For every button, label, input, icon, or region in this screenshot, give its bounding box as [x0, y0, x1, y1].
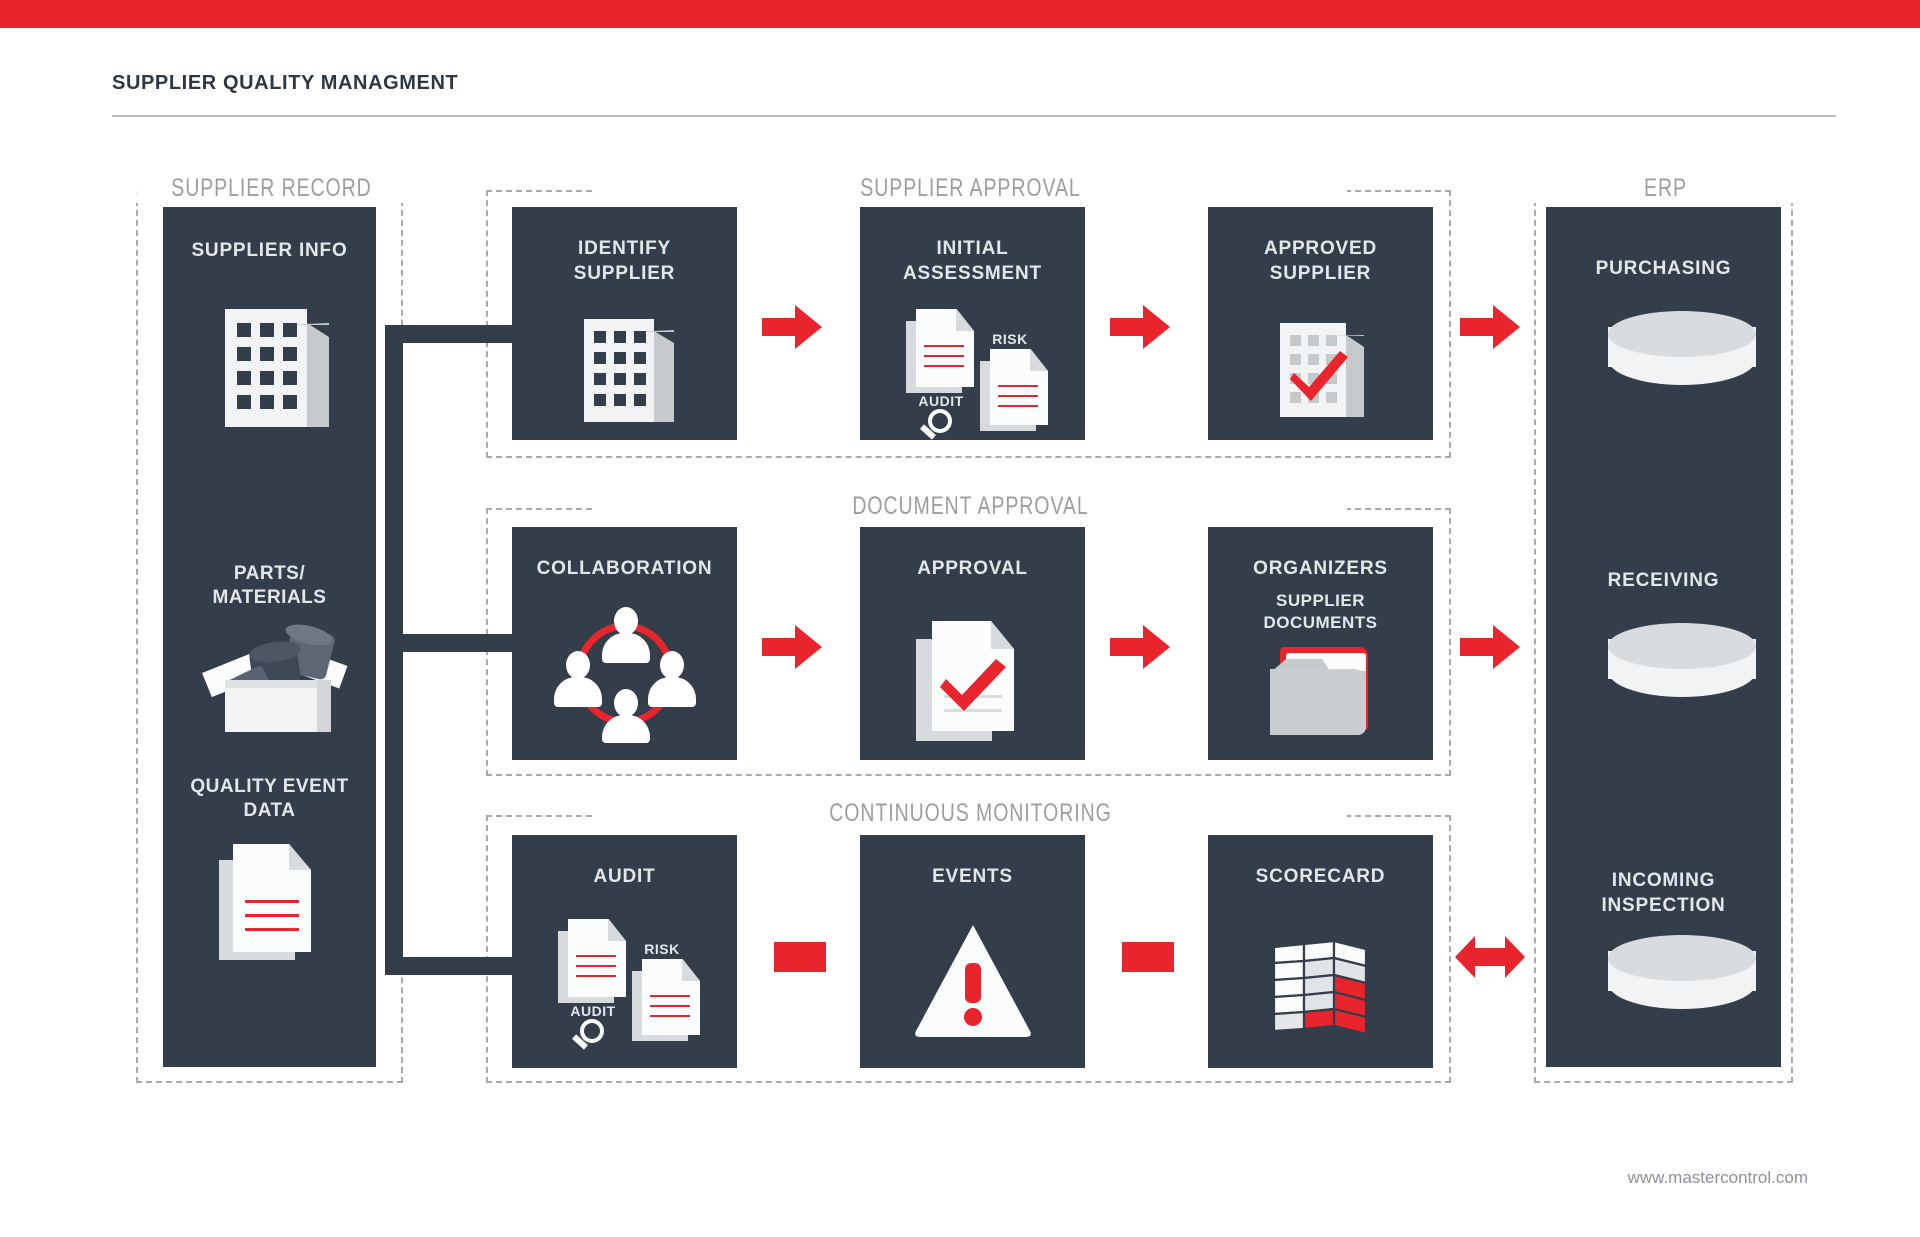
card-approval[interactable]: APPROVAL: [860, 527, 1085, 760]
connector-bracket-row3: [385, 957, 515, 975]
card-initial-assessment[interactable]: INITIAL ASSESSMENT AUDIT RISK: [860, 207, 1085, 440]
arrow-right-icon: [762, 305, 822, 349]
footer-url: www.mastercontrol.com: [1627, 1168, 1808, 1187]
group-label-erp: ERP: [1533, 174, 1798, 203]
card-title-approved-supplier-line2: SUPPLIER: [1269, 263, 1372, 284]
audit-label: AUDIT: [918, 393, 964, 409]
card-title-parts-materials-line1: PARTS/: [233, 563, 306, 584]
scorecard-grid-icon: [1270, 935, 1380, 1040]
card-title-approval: APPROVAL: [917, 558, 1028, 579]
arrow-right-icon: [1460, 305, 1520, 349]
audit-label: AUDIT: [570, 1003, 616, 1019]
card-scorecard[interactable]: SCORECARD: [1208, 835, 1433, 1068]
group-label-supplier-approval: SUPPLIER APPROVAL: [594, 174, 1347, 203]
card-title-collaboration: COLLABORATION: [536, 558, 713, 579]
card-title-quality-event-data-line2: DATA: [243, 800, 296, 821]
card-title-scorecard: SCORECARD: [1255, 866, 1386, 887]
folder-documents-icon: [1270, 645, 1380, 745]
arrow-left-right-icon: [1455, 932, 1525, 982]
card-erp-column[interactable]: PURCHASING RECEIVING INCOMING INSPECTION: [1546, 207, 1781, 1067]
card-approved-supplier[interactable]: APPROVED SUPPLIER: [1208, 207, 1433, 440]
card-subtitle-organizers-line1: SUPPLIER: [1275, 591, 1366, 610]
card-title-purchasing: PURCHASING: [1595, 258, 1732, 279]
connector-bracket-row1: [385, 325, 515, 343]
card-title-incoming-inspection-line1: INCOMING: [1611, 870, 1716, 891]
database-cylinder-icon: [1608, 311, 1758, 391]
card-title-receiving: RECEIVING: [1607, 570, 1720, 591]
card-identify-supplier[interactable]: IDENTIFY SUPPLIER: [512, 207, 737, 440]
card-subtitle-organizers-line2: DOCUMENTS: [1263, 613, 1378, 632]
open-box-parts-icon: [199, 620, 349, 737]
card-collaboration[interactable]: COLLABORATION: [512, 527, 737, 760]
arrow-right-icon: [1110, 305, 1170, 349]
card-title-parts-materials-line2: MATERIALS: [212, 587, 327, 608]
risk-label: RISK: [644, 941, 680, 957]
card-events[interactable]: EVENTS: [860, 835, 1085, 1068]
arrow-right-icon: [1110, 625, 1170, 669]
card-title-initial-assessment-line2: ASSESSMENT: [903, 263, 1042, 284]
database-cylinder-icon: [1608, 623, 1758, 703]
audit-risk-docs-icon: AUDIT RISK: [554, 915, 714, 1050]
red-bar-icon: [1122, 942, 1174, 972]
card-title-incoming-inspection-line2: INSPECTION: [1601, 895, 1726, 916]
connector-bracket-row2: [385, 634, 515, 652]
top-accent-bar: [0, 0, 1920, 28]
group-label-continuous-monitoring: CONTINUOUS MONITORING: [594, 799, 1347, 828]
card-title-initial-assessment-line1: INITIAL: [936, 238, 1009, 259]
arrow-right-icon: [1460, 625, 1520, 669]
warning-triangle-icon: [912, 921, 1034, 1041]
audit-risk-docs-icon: AUDIT RISK: [902, 305, 1062, 440]
approved-building-check-icon: [1280, 315, 1380, 420]
card-title-organizers: ORGANIZERS: [1253, 558, 1388, 579]
card-title-approved-supplier-line1: APPROVED: [1263, 238, 1378, 259]
risk-label: RISK: [992, 331, 1028, 347]
red-bar-icon: [774, 942, 826, 972]
document-approved-check-icon: [916, 617, 1040, 749]
group-frame-supplier-approval: SUPPLIER APPROVAL: [486, 174, 1451, 458]
building-icon: [584, 307, 684, 422]
card-audit[interactable]: AUDIT AUDIT RISK: [512, 835, 737, 1068]
group-frame-document-approval: DOCUMENT APPROVAL: [486, 492, 1451, 776]
document-icon: [219, 842, 339, 972]
group-label-document-approval: DOCUMENT APPROVAL: [594, 492, 1347, 521]
card-title-identify-supplier-line1: IDENTIFY: [578, 238, 671, 259]
group-label-supplier-record: SUPPLIER RECORD: [136, 174, 407, 203]
card-organizers[interactable]: ORGANIZERS SUPPLIER DOCUMENTS: [1208, 527, 1433, 760]
card-supplier-record-column[interactable]: SUPPLIER INFO PARTS/ MATERIALS: [163, 207, 376, 1067]
title-divider: [112, 115, 1836, 117]
card-title-quality-event-data-line1: QUALITY EVENT: [190, 776, 349, 797]
collaboration-people-icon: [554, 607, 696, 743]
building-icon: [225, 297, 335, 427]
card-title-events: EVENTS: [932, 866, 1013, 887]
card-title-supplier-info: SUPPLIER INFO: [191, 240, 348, 261]
arrow-right-icon: [762, 625, 822, 669]
database-cylinder-icon: [1608, 935, 1758, 1015]
group-frame-continuous-monitoring: CONTINUOUS MONITORING: [486, 799, 1451, 1083]
page-title: SUPPLIER QUALITY MANAGMENT: [112, 72, 459, 94]
card-title-audit: AUDIT: [593, 866, 656, 887]
group-frame-erp: ERP: [1533, 174, 1798, 1083]
card-title-identify-supplier-line2: SUPPLIER: [573, 263, 676, 284]
